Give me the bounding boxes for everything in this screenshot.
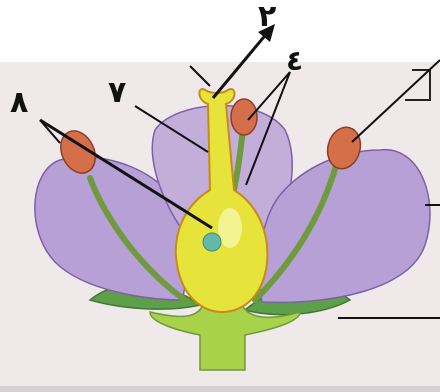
anther-mid bbox=[231, 99, 257, 135]
page-white-top bbox=[0, 0, 440, 62]
label-top: ٢ bbox=[258, 0, 276, 34]
bottom-edge bbox=[0, 386, 440, 392]
ovule bbox=[203, 233, 221, 251]
label-7: ٧ bbox=[108, 75, 126, 110]
label-8: ٨ bbox=[10, 85, 28, 120]
label-4: ٤ bbox=[286, 44, 303, 77]
ovary-highlight bbox=[218, 208, 242, 248]
